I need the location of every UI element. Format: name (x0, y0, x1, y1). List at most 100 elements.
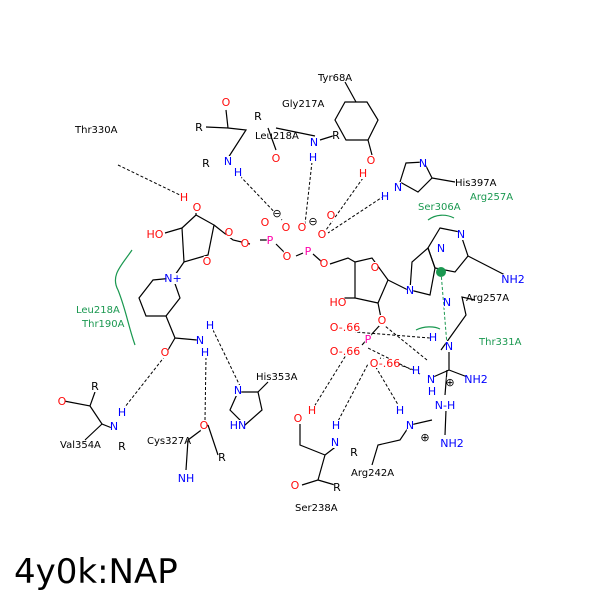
atom-label: N (427, 373, 435, 386)
atom-label-background (202, 158, 210, 169)
atom-label: H (308, 404, 316, 417)
atom-label: ⊕ (445, 376, 454, 389)
atom-label-background (429, 332, 437, 343)
atom-label-background (273, 208, 281, 219)
atom-label: HO (330, 296, 347, 309)
atom-label-background (110, 421, 118, 432)
atom-label: R (91, 380, 99, 393)
ligand-title: 4y0k:NAP (14, 552, 178, 592)
atom-label-background (320, 258, 328, 269)
atom-label-background (203, 256, 211, 267)
atom-label-background (254, 111, 262, 122)
atom-label: O-.66 (330, 345, 360, 358)
atom-label-background (437, 243, 445, 254)
atom-label-background (421, 432, 429, 443)
atom-label: H (118, 406, 126, 419)
hydrophobic-arc-thr331 (415, 326, 441, 331)
atom-label-background (327, 210, 335, 221)
hydrophobic-label: Leu218A (76, 305, 120, 316)
atom-label-background (200, 420, 208, 431)
atom-label: O (327, 209, 336, 222)
atom-label-background (364, 334, 372, 345)
atom-label-background (406, 285, 414, 296)
atom-label-background (457, 229, 465, 240)
atom-label-background (331, 437, 339, 448)
atom-label: N (419, 157, 427, 170)
residue-label: Gly217A (282, 99, 325, 110)
hydrophobic-label: Thr190A (81, 319, 125, 330)
his353-ring (229, 391, 263, 426)
atom-label-background (282, 222, 290, 233)
atom-label: N (224, 155, 232, 168)
atom-label-background (291, 480, 299, 491)
atom-label: R (332, 129, 340, 142)
atom-label: N (234, 384, 242, 397)
residue-label: Ser238A (295, 503, 338, 514)
atom-label-background (332, 420, 340, 431)
atom-label: H (309, 151, 317, 164)
atom-label: R (350, 446, 358, 459)
atom-label: H (332, 419, 340, 432)
atom-label: O (203, 255, 212, 268)
atom-label: O (291, 479, 300, 492)
atom-label: N (331, 436, 339, 449)
atom-label-background (443, 297, 451, 308)
atom-label-background (161, 347, 169, 358)
atom-label-background (118, 407, 126, 418)
atom-label-background (350, 447, 358, 458)
atom-label-background (201, 347, 209, 358)
atom-label: O (318, 228, 327, 241)
atom-label-background (91, 381, 99, 392)
residue-label: Arg242A (351, 468, 394, 479)
residue-label: Val354A (60, 440, 101, 451)
atom-label: O-.66 (370, 357, 400, 370)
atom-label: O (320, 257, 329, 270)
atom-label: R (195, 121, 203, 134)
atom-label: H (381, 190, 389, 203)
bonds (63, 81, 506, 486)
hydrophobic-arc-leu218-thr190 (114, 249, 136, 346)
residue-label: His397A (455, 178, 497, 189)
atom-label: P (365, 333, 372, 346)
atom-label-background (206, 320, 214, 331)
atom-label: N (437, 242, 445, 255)
atom-label: O (272, 152, 281, 165)
atom-label: ⊖ (272, 207, 281, 220)
atom-label: N-H (435, 399, 455, 412)
residue-label: Tyr68A (317, 73, 352, 84)
atom-label-background (309, 152, 317, 163)
atom-label: N (406, 419, 414, 432)
atom-label-background (318, 229, 326, 240)
atom-label-background (231, 420, 245, 431)
atom-label-background (196, 335, 204, 346)
atom-label: N (196, 334, 204, 347)
atom-label: O (367, 154, 376, 167)
atom-label-background (378, 315, 386, 326)
atom-label-background (394, 182, 402, 193)
atom-label: ⊕ (420, 431, 429, 444)
atom-label-background (193, 202, 201, 213)
atom-label-background (331, 323, 359, 332)
atom-label: H (429, 331, 437, 344)
residue-label: His353A (256, 372, 298, 383)
pi-interaction-line (440, 271, 448, 346)
atom-label-background (234, 385, 242, 396)
atom-label: N (457, 228, 465, 241)
hydrophobic-arc-ser306 (427, 214, 455, 221)
atom-label: O (161, 346, 170, 359)
atom-label-background (445, 341, 453, 352)
atom-label: O (298, 221, 307, 234)
atom-label-background (442, 438, 462, 449)
atom-label: O (371, 261, 380, 274)
atom-label: NH2 (501, 273, 525, 286)
residue-label: Cys327A (147, 436, 191, 447)
ribose-ring-1 (181, 214, 215, 263)
residue-label: Leu218A (255, 131, 299, 142)
atom-label: H (412, 364, 420, 377)
atom-label-background (332, 130, 340, 141)
hydrogen-bond-lines (117, 161, 431, 426)
atom-label: NH2 (440, 437, 464, 450)
atom-label: H (201, 346, 209, 359)
